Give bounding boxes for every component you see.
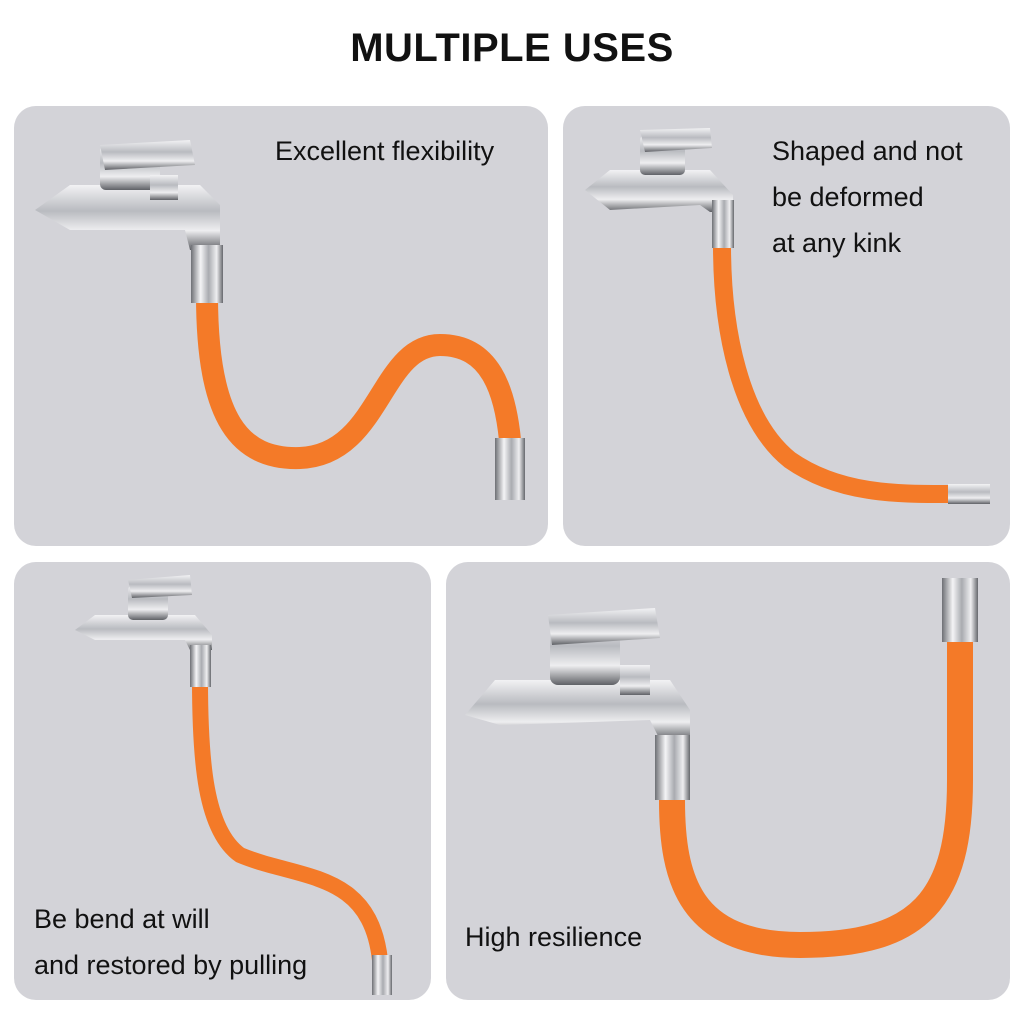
caption-line: at any kink — [772, 228, 902, 258]
page-title: MULTIPLE USES — [350, 26, 674, 70]
caption-line: High resilience — [465, 922, 643, 952]
caption-line: be deformed — [772, 182, 924, 212]
caption-line: Be bend at will — [34, 904, 210, 934]
caption-line: and restored by pulling — [34, 950, 308, 980]
hose-2 — [713, 244, 951, 504]
caption-bend-at-will: Be bend at will and restored by pulling — [34, 896, 307, 988]
hose-3 — [192, 679, 388, 962]
caption-line: Shaped and not — [772, 136, 963, 166]
hose-4 — [659, 640, 973, 959]
caption-excellent-flexibility: Excellent flexibility — [275, 128, 494, 174]
faucet-2 — [585, 128, 990, 504]
caption-line: Excellent flexibility — [275, 136, 495, 166]
caption-shaped-not-deformed: Shaped and not be deformed at any kink — [772, 128, 963, 266]
faucet-1 — [35, 140, 525, 500]
hose-1 — [196, 294, 521, 470]
panel-bend-at-will — [14, 562, 431, 1000]
faucet-4 — [465, 578, 978, 800]
caption-high-resilience: High resilience — [465, 914, 642, 960]
faucet-3 — [75, 575, 392, 995]
